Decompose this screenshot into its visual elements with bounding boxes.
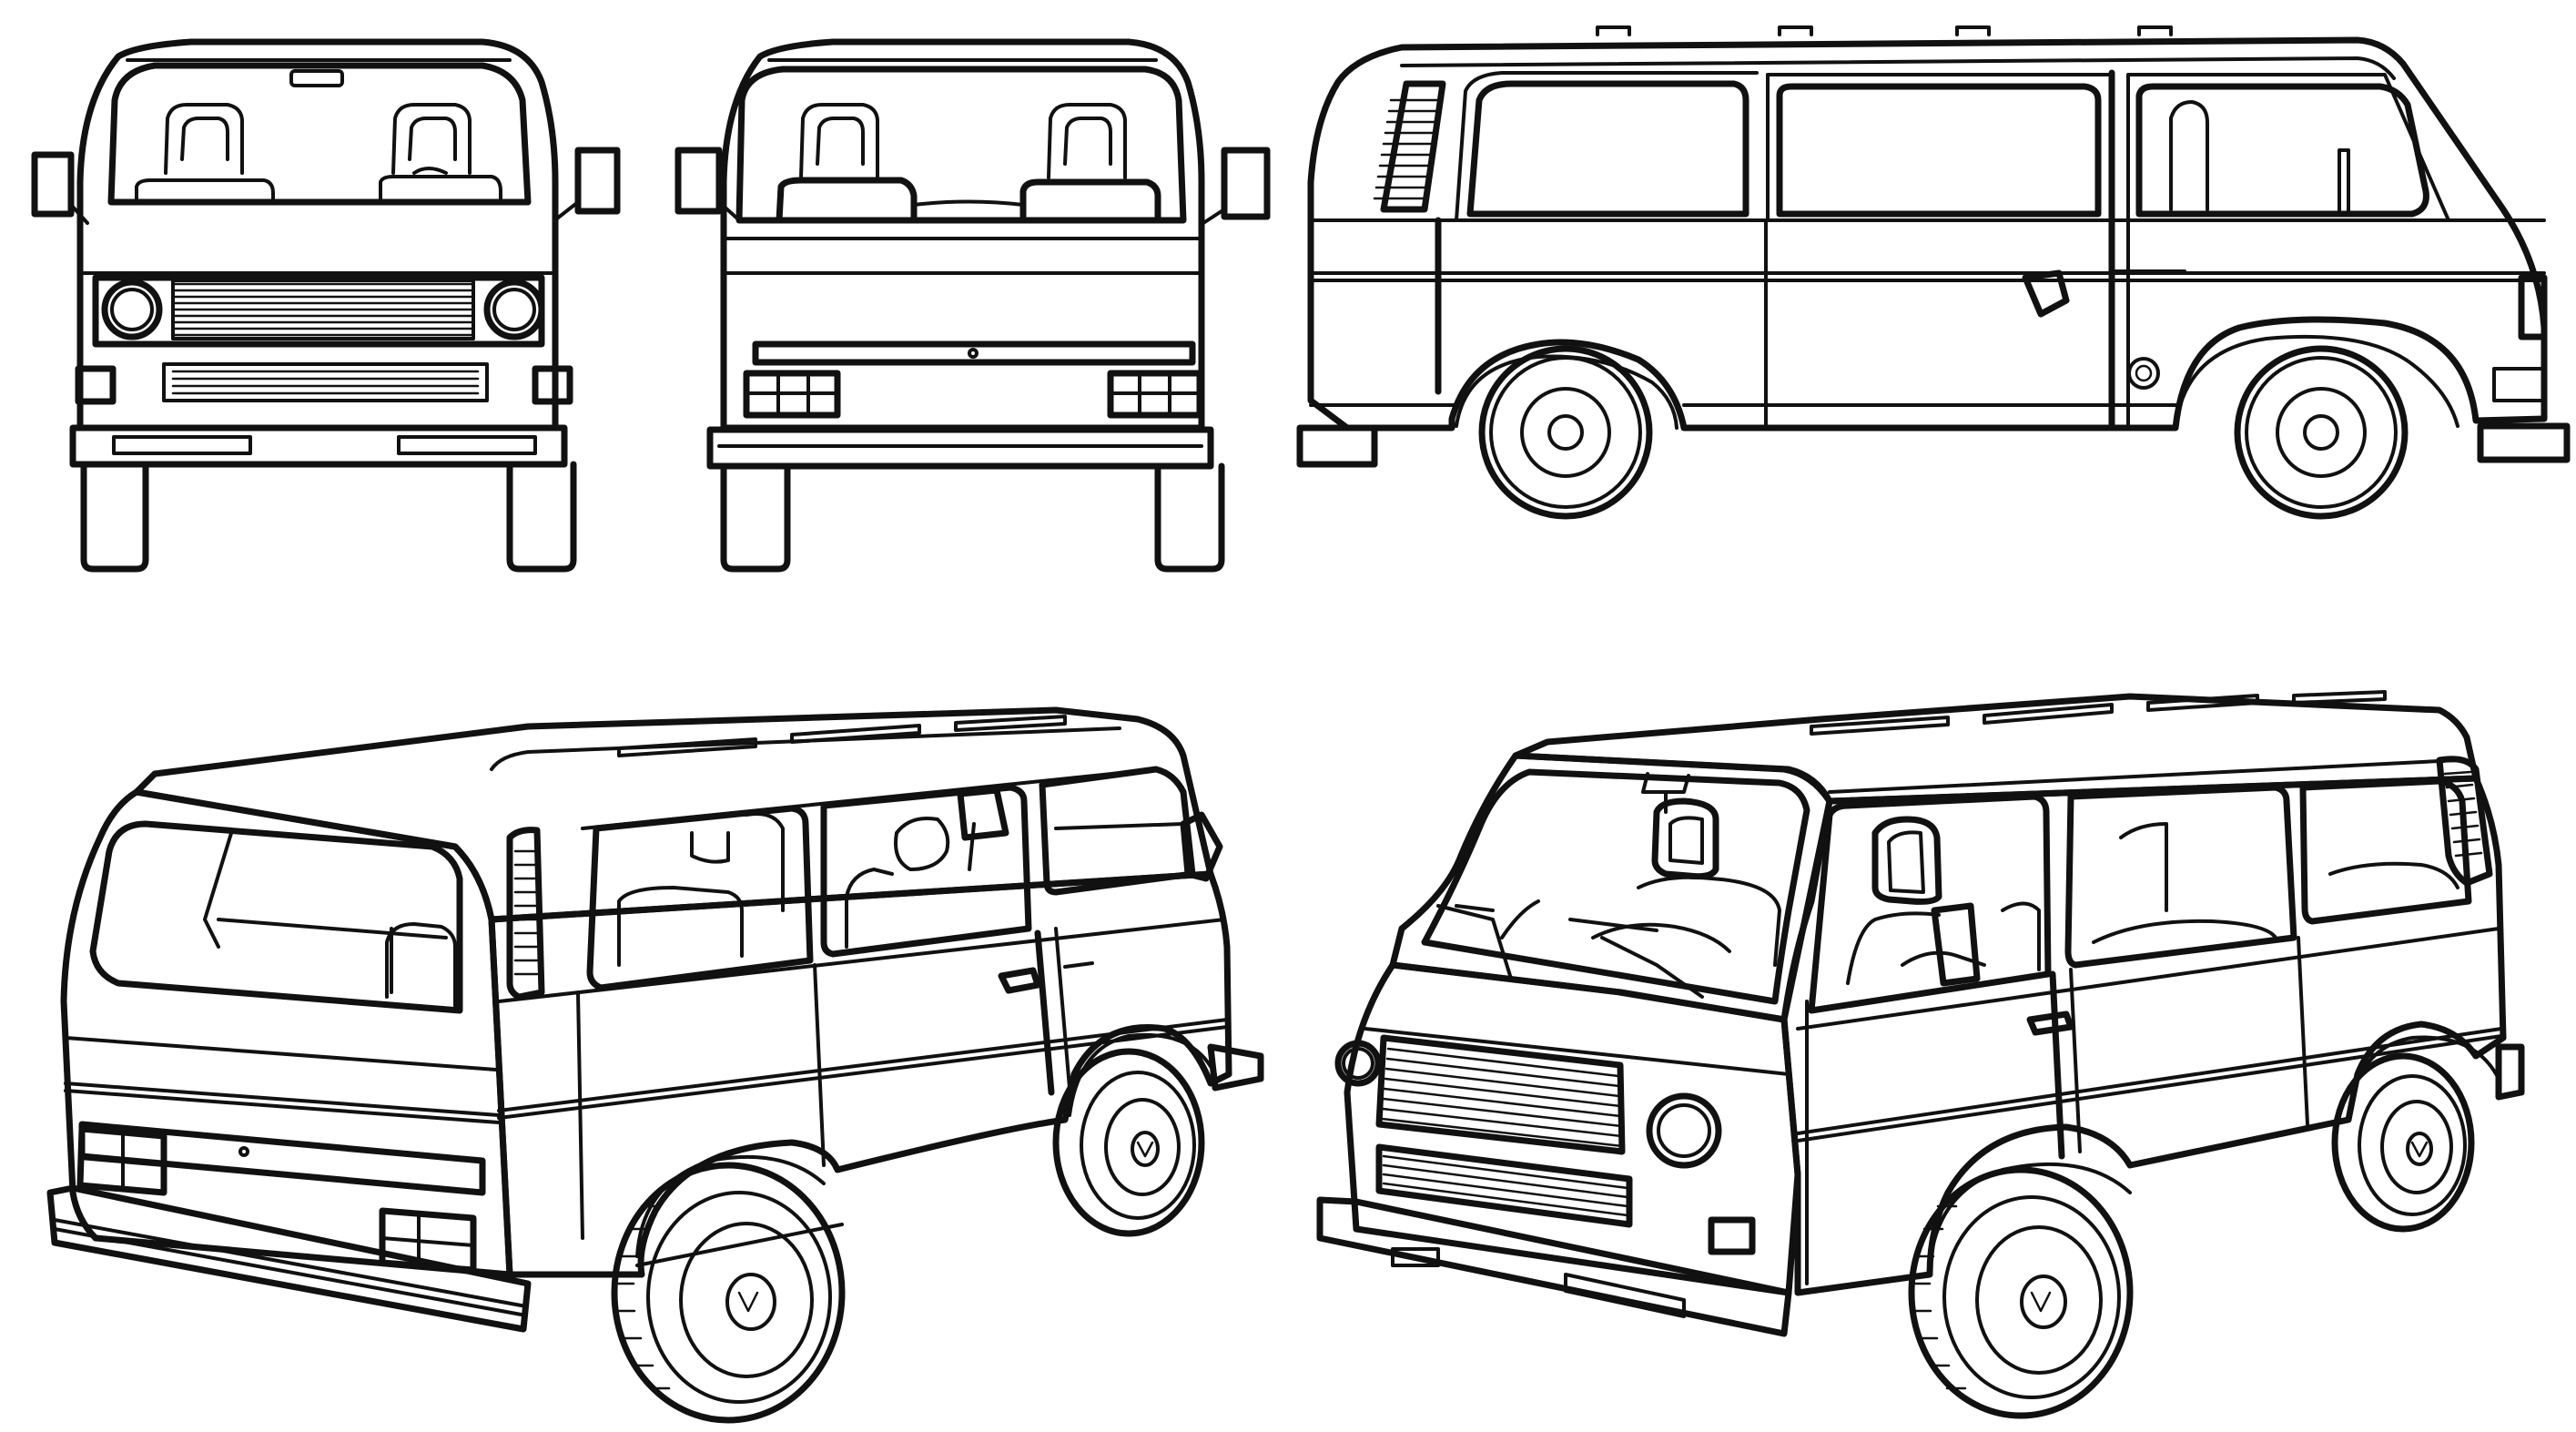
rear-view bbox=[674, 38, 1271, 573]
side-view bbox=[1296, 25, 2571, 520]
rear-three-quarter-view bbox=[46, 706, 1264, 1424]
front-view bbox=[31, 38, 621, 573]
front-three-quarter-view bbox=[1316, 690, 2525, 1419]
